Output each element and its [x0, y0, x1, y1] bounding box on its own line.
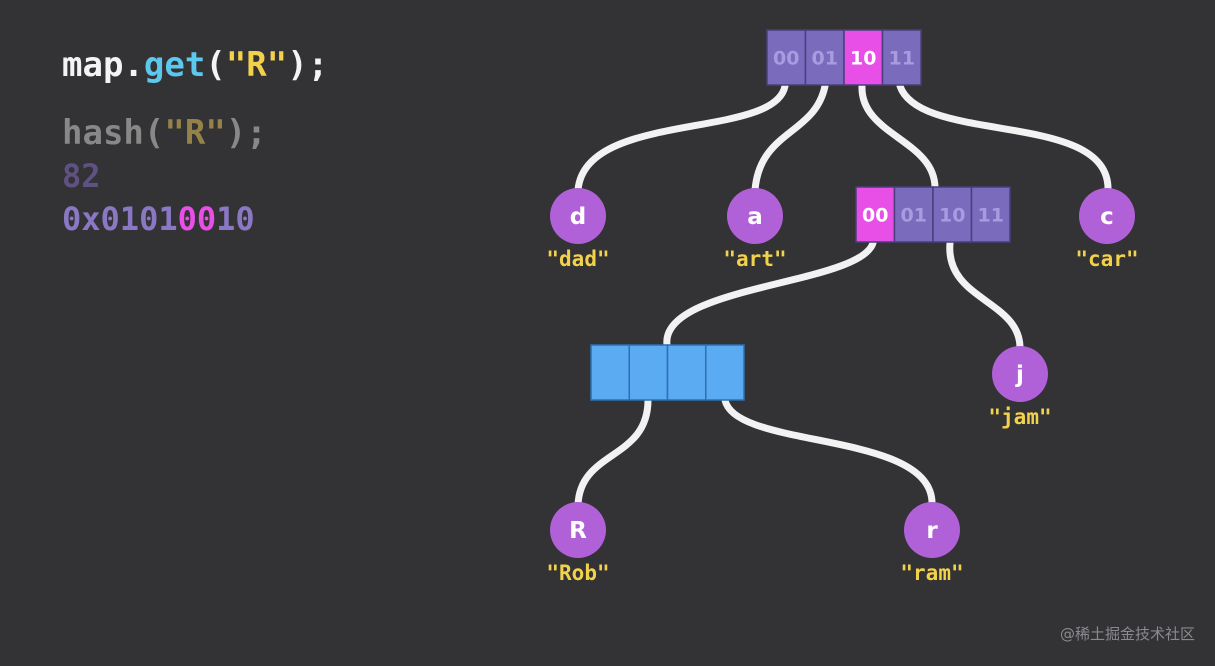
- code-token: "R": [225, 45, 288, 85]
- root-node-slot-11: [881, 29, 922, 86]
- watermark: @稀土掘金技术社区: [1059, 625, 1195, 643]
- bucket-slot: [705, 344, 745, 401]
- bucket-slot: [666, 344, 707, 401]
- code-token: hash: [62, 113, 144, 153]
- leaf-key-c: c: [1100, 204, 1114, 230]
- leaf-key-d: d: [570, 204, 586, 230]
- edge-bucket-R: [574, 396, 652, 509]
- edge-root-a: [751, 82, 829, 194]
- leaf-node-a: [727, 188, 783, 244]
- code-token: (: [205, 45, 226, 85]
- leaf-node-c: [1079, 188, 1135, 244]
- code-token: map: [62, 45, 124, 85]
- child-node-slot-label: 10: [939, 205, 965, 227]
- code-token: "R": [164, 113, 226, 153]
- code-token: (: [143, 113, 165, 153]
- child-node-slot-10: [932, 186, 973, 243]
- leaf-node-R: [550, 502, 606, 558]
- child-node-slot-11: [970, 186, 1011, 243]
- code-token: .: [123, 45, 144, 85]
- code-line-binary: 0x01010010: [62, 203, 255, 235]
- code-line-map-get: map.get("R");: [62, 48, 328, 82]
- leaf-value-c: "car": [1075, 247, 1138, 271]
- child-node-slot-label: 11: [978, 205, 1004, 227]
- child-node-slot-01: [893, 186, 934, 243]
- code-line-hash: hash("R");: [62, 116, 267, 150]
- root-node-slot-label: 01: [812, 48, 838, 70]
- bucket-slot: [590, 344, 630, 401]
- edge-root-d: [574, 82, 789, 194]
- leaf-key-r: r: [926, 518, 938, 544]
- edge-root-c: [896, 82, 1112, 194]
- edge-child-bucket: [663, 239, 877, 349]
- leaf-key-a: a: [747, 204, 763, 230]
- code-token: 10: [216, 200, 255, 238]
- leaf-value-R: "Rob": [546, 561, 609, 585]
- root-node-slot-00: [766, 29, 807, 86]
- root-node-slot-label: 11: [889, 48, 915, 70]
- leaf-node-r: [904, 502, 960, 558]
- leaf-value-j: "jam": [988, 405, 1051, 429]
- code-token: );: [287, 45, 329, 85]
- leaf-value-d: "dad": [546, 247, 609, 271]
- root-node-slot-label: 10: [850, 48, 876, 70]
- edge-root-child: [858, 82, 939, 192]
- child-node-slot-label: 00: [862, 205, 888, 227]
- child-node-slot-label: 01: [901, 205, 927, 227]
- leaf-key-j: j: [1015, 362, 1024, 388]
- leaf-node-d: [550, 188, 606, 244]
- child-node-slot-00: [855, 186, 896, 243]
- edge-bucket-r: [721, 396, 936, 509]
- code-token: get: [143, 45, 206, 85]
- code-line-hash-value: 82: [62, 157, 101, 195]
- leaf-value-r: "ram": [900, 561, 963, 585]
- code-token: 00: [177, 200, 217, 238]
- leaf-value-a: "art": [723, 247, 786, 271]
- leaf-key-R: R: [569, 518, 587, 544]
- leaf-node-j: [992, 346, 1048, 402]
- bucket-slot: [628, 344, 669, 401]
- edge-child-j: [946, 239, 1024, 352]
- root-node-slot-01: [804, 29, 845, 86]
- code-token: );: [225, 113, 267, 153]
- code-token: 0x0101: [62, 200, 178, 238]
- root-node-slot-label: 00: [773, 48, 799, 70]
